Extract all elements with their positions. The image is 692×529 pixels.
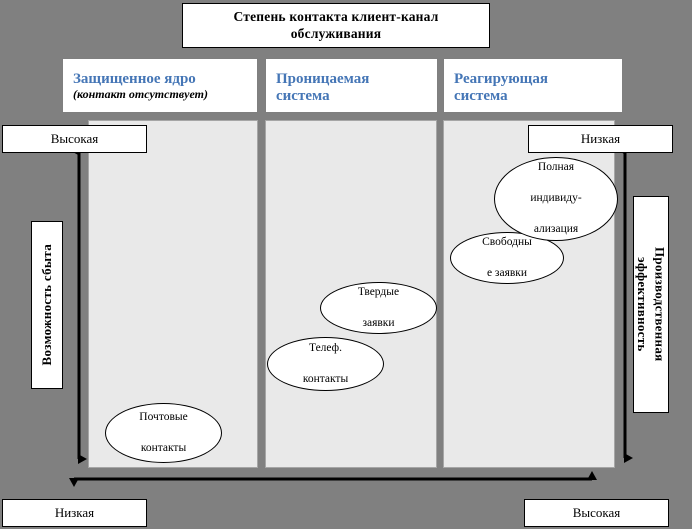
bubble-free-orders-label: Свободны е заявки — [470, 235, 544, 282]
double-arrow-horizontal-icon-bottom — [69, 471, 597, 487]
axis-title-left-box: Возможность сбыта — [31, 221, 63, 389]
column-header-2-title-line2: система — [276, 88, 330, 105]
page-title: Степень контакта клиент-канал обслуживан… — [233, 8, 439, 41]
bubble-mail-line1: Почтовые — [139, 410, 188, 423]
column-header-reactive-system: Реагирующая система — [443, 58, 623, 113]
column-header-3-title: Реагирующая — [454, 71, 548, 87]
bubble-firm-line2: заявки — [362, 316, 395, 329]
bubble-mail-contacts-label: Почтовые контакты — [127, 410, 199, 457]
bubble-full-line2: индивиду- — [530, 192, 582, 205]
column-header-1-subtitle: (контакт отсутствует) — [73, 87, 208, 102]
bubble-firm-line1: Твердые — [357, 285, 400, 298]
axis-value-left-top: Высокая — [2, 125, 147, 153]
bubble-phone-contacts-label: Телеф. контакты — [291, 341, 360, 388]
axis-title-right: Производственная эффективность — [633, 247, 668, 361]
bubble-mail-contacts: Почтовые контакты — [105, 403, 222, 463]
axis-title-right-line1: Производственная — [652, 247, 668, 362]
diagram-title-box: Степень контакта клиент-канал обслуживан… — [182, 3, 490, 48]
axis-value-left-top-label: Высокая — [50, 130, 99, 146]
bubble-phone-line2: контакты — [302, 372, 349, 385]
axis-value-right-bottom: Высокая — [524, 499, 669, 527]
bubble-full-line3: ализация — [533, 223, 579, 236]
bubble-free-orders: Свободны е заявки — [450, 232, 564, 284]
axis-value-left-bottom: Низкая — [2, 499, 147, 527]
column-header-permeable-system: Проницаемая система — [265, 58, 438, 113]
bubble-firm-orders-label: Твердые заявки — [346, 285, 411, 332]
column-header-3-title-line2: система — [454, 88, 508, 105]
column-header-1-title: Защищенное ядро — [73, 71, 196, 87]
bubble-full-customization-label: Полная индивиду- ализация — [518, 160, 593, 238]
bubble-firm-orders: Твердые заявки — [320, 282, 437, 334]
axis-value-left-bottom-label: Низкая — [54, 504, 95, 520]
double-arrow-vertical-icon-right — [617, 145, 633, 463]
axis-value-right-top-label: Низкая — [580, 130, 621, 146]
axis-value-right-top: Низкая — [528, 125, 673, 153]
axis-title-left: Возможность сбыта — [38, 244, 54, 366]
axis-title-right-line2: эффективность — [635, 257, 650, 352]
bubble-phone-line1: Телеф. — [308, 341, 342, 354]
double-arrow-vertical-icon-left — [71, 146, 87, 464]
bubble-full-line1: Полная — [537, 161, 575, 174]
axis-value-right-bottom-label: Высокая — [572, 504, 621, 520]
column-header-protected-core: Защищенное ядро (контакт отсутствует) — [62, 58, 258, 113]
bubble-phone-contacts: Телеф. контакты — [267, 337, 384, 391]
bubble-free-line1: Свободны — [482, 235, 532, 248]
bubble-full-customization: Полная индивиду- ализация — [494, 157, 618, 241]
bubble-mail-line2: контакты — [140, 441, 187, 454]
axis-title-right-box: Производственная эффективность — [633, 196, 669, 413]
bubble-free-line2: е заявки — [486, 266, 528, 279]
column-header-2-title: Проницаемая — [276, 71, 370, 87]
